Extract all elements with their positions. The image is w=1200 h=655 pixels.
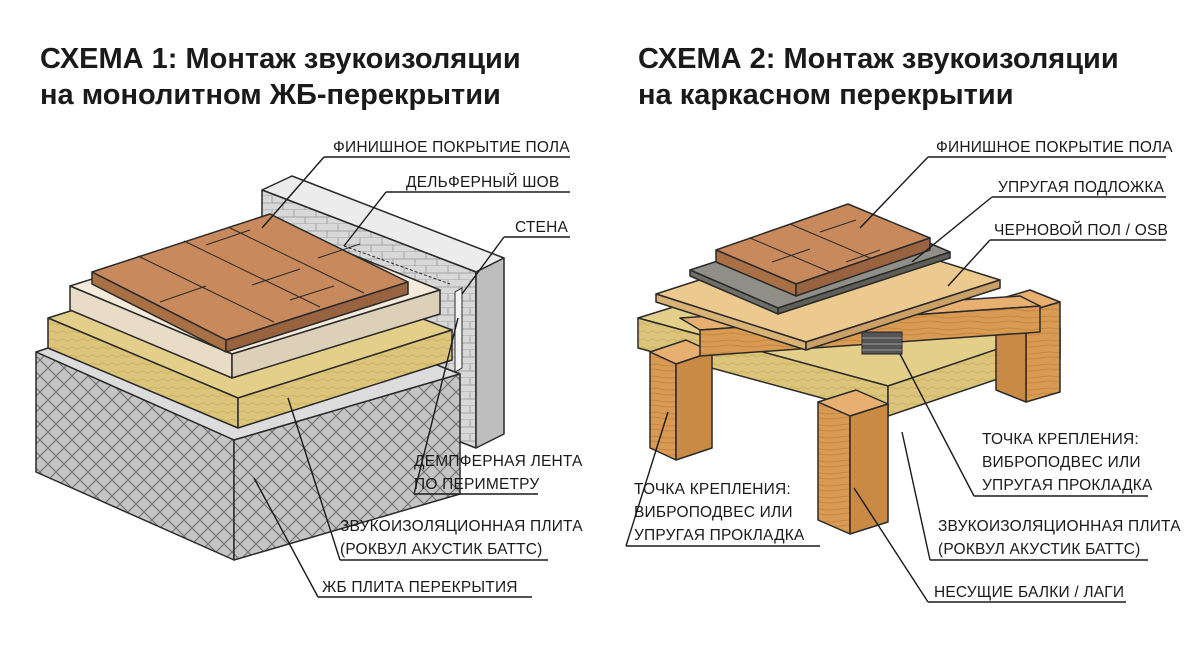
label-finish-floor-2: ФИНИШНОЕ ПОКРЫТИЕ ПОЛА: [936, 139, 1173, 156]
vibro-mount: [861, 331, 903, 355]
scheme1-leaders: [253, 156, 570, 598]
label-beams: НЕСУЩИЕ БАЛКИ / ЛАГИ: [934, 584, 1124, 601]
scheme1-illustration: [35, 175, 505, 561]
scheme2-leaders: [625, 156, 1166, 603]
label-wool-plate-2-line2: (РОКВУЛ АКУСТИК БАТТС): [938, 541, 1141, 558]
label-wool-plate-line1: ЗВУКОИЗОЛЯЦИОННАЯ ПЛИТА: [340, 518, 583, 535]
label-delfer-seam: ДЕЛЬФЕРНЫЙ ШОВ: [406, 173, 559, 191]
label-wool-plate-line2: (РОКВУЛ АКУСТИК БАТТС): [340, 541, 543, 558]
label-mount-right-line3: УПРУГАЯ ПРОКЛАДКА: [982, 477, 1153, 494]
scheme1-title-line1: СХЕМА 1: Монтаж звукоизоляции: [40, 43, 521, 75]
label-osb-subfloor: ЧЕРНОВОЙ ПОЛ / OSB: [994, 221, 1168, 239]
label-wool-plate-2-line1: ЗВУКОИЗОЛЯЦИОННАЯ ПЛИТА: [938, 518, 1181, 535]
label-elastic-underlay: УПРУГАЯ ПОДЛОЖКА: [998, 179, 1165, 196]
label-concrete-slab: ЖБ ПЛИТА ПЕРЕКРЫТИЯ: [322, 579, 518, 596]
label-mount-left-line1: ТОЧКА КРЕПЛЕНИЯ:: [634, 481, 791, 498]
scheme2-title-line1: СХЕМА 2: Монтаж звукоизоляции: [638, 43, 1119, 75]
scheme1-title-line2: на монолитном ЖБ-перекрытии: [40, 79, 501, 111]
label-wall: СТЕНА: [515, 219, 568, 236]
label-mount-right-line1: ТОЧКА КРЕПЛЕНИЯ:: [982, 431, 1139, 448]
label-mount-left-line2: ВИБРОПОДВЕС ИЛИ: [634, 504, 793, 521]
joist-left: [649, 339, 713, 461]
label-damper-tape-line2: ПО ПЕРИМЕТРУ: [414, 476, 539, 493]
label-mount-left-line3: УПРУГАЯ ПРОКЛАДКА: [634, 527, 805, 544]
scheme2-title-line2: на каркасном перекрытии: [638, 79, 1014, 111]
label-mount-right-line2: ВИБРОПОДВЕС ИЛИ: [982, 454, 1141, 471]
delfer-seam: [343, 245, 451, 285]
label-damper-tape-line1: ДЕМПФЕРНАЯ ЛЕНТА: [414, 453, 583, 470]
scheme2-illustration: [637, 203, 1061, 535]
label-finish-floor: ФИНИШНОЕ ПОКРЫТИЕ ПОЛА: [333, 139, 570, 156]
finish-floor: [91, 213, 409, 353]
damper-tape: [454, 287, 463, 373]
scheme2: СХЕМА 2: Монтаж звукоизоляции на каркасн…: [625, 43, 1181, 603]
finish-floor-2: [715, 203, 931, 297]
scheme1: СХЕМА 1: Монтаж звукоизоляции на монолит…: [35, 43, 583, 598]
joist-right: [817, 389, 889, 535]
